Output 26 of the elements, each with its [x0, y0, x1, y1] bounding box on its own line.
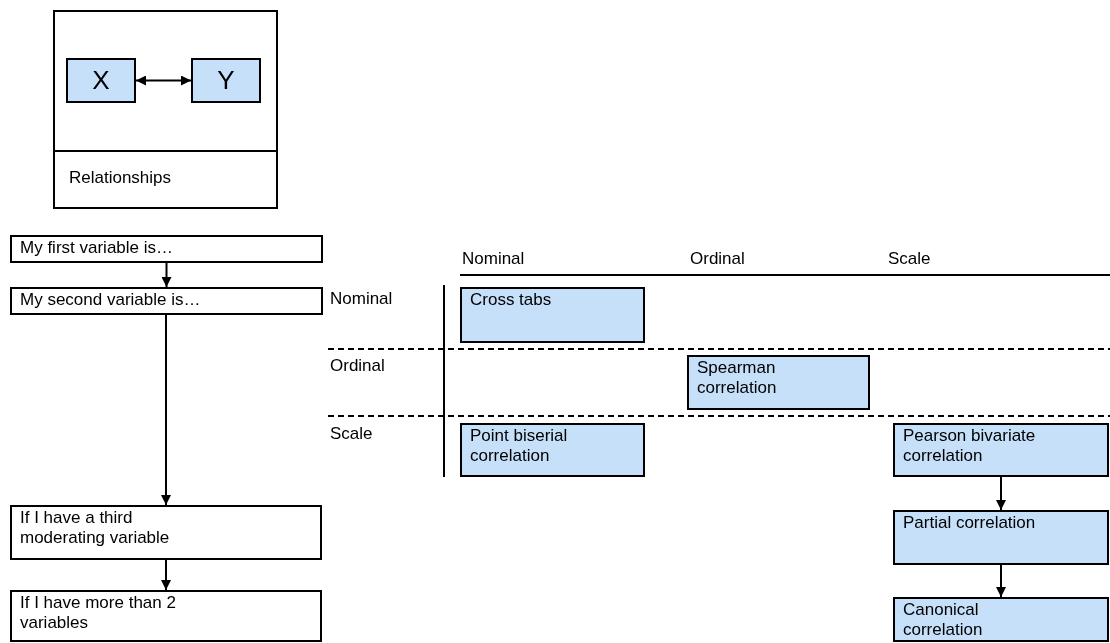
variable-box: X: [66, 58, 136, 103]
column-header: Scale: [888, 249, 931, 269]
arrow: [135, 75, 192, 86]
arrow: [996, 564, 1006, 598]
row-header: Nominal: [330, 289, 393, 309]
step-box: If I have a third moderating variable: [10, 505, 322, 560]
step-box: My first variable is…: [10, 235, 323, 263]
test-box: Point biserial correlation: [460, 423, 645, 477]
column-header: Ordinal: [690, 249, 745, 269]
column-header: Nominal: [462, 249, 525, 269]
step-box: My second variable is…: [10, 287, 323, 315]
arrow: [161, 262, 172, 288]
row-header: Scale: [330, 424, 373, 444]
test-box: Cross tabs: [460, 287, 645, 343]
row-header: Ordinal: [330, 356, 385, 376]
test-box: Pearson bivariate correlation: [893, 423, 1109, 477]
variable-box: Y: [191, 58, 261, 103]
step-box: If I have more than 2 variables: [10, 590, 322, 642]
arrow: [996, 476, 1006, 511]
test-box: Canonical correlation: [893, 597, 1109, 642]
arrow: [161, 559, 171, 591]
arrow: [161, 314, 171, 506]
card-title: Relationships: [69, 168, 172, 188]
test-box: Spearman correlation: [687, 355, 870, 410]
card: [53, 10, 278, 209]
test-box: Partial correlation: [893, 510, 1109, 565]
